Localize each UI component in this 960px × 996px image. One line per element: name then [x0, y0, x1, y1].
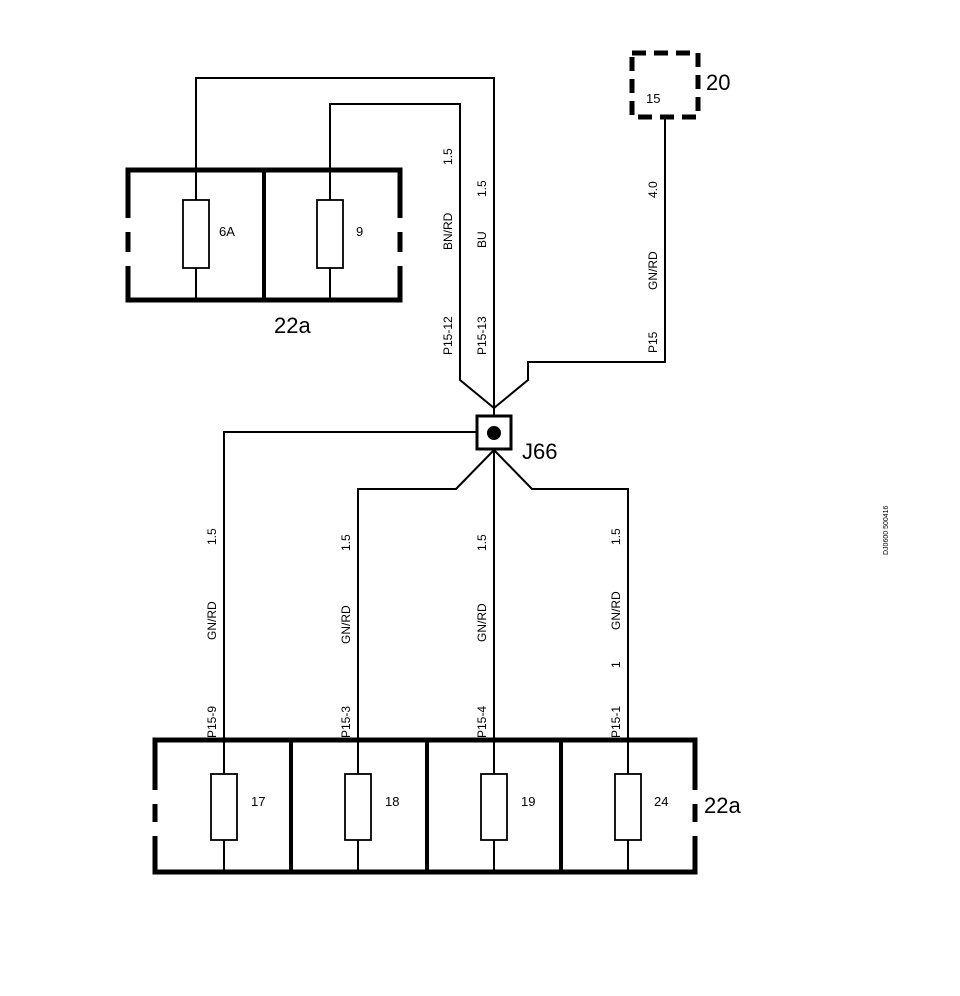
wire-p15-size: 4.0 — [646, 181, 660, 198]
fuse-6a-label: 6A — [219, 224, 235, 239]
upper-fuse-box-label: 22a — [274, 313, 311, 338]
wire-p15-12-pin: P15-12 — [441, 316, 455, 355]
wire-p15-4-pin: P15-4 — [475, 706, 489, 738]
reference-code: DJ0600 500416 — [883, 505, 890, 555]
fuse-24 — [614, 773, 642, 841]
wire-p15-13-pin: P15-13 — [475, 316, 489, 355]
wire-p15-pin: P15 — [646, 331, 660, 353]
fuse-17-label: 17 — [251, 794, 265, 809]
wire-p15-9-labels: 1.5 GN/RD P15-9 — [205, 528, 219, 738]
lower-fuse-box-label: 22a — [704, 793, 741, 818]
wire-p15-3-color: GN/RD — [339, 605, 353, 644]
wire-p15-1-labels: 1.5 GN/RD 1 P15-1 — [609, 528, 623, 738]
wire-p15-12-color: BN/RD — [441, 212, 455, 250]
component-20-label: 20 — [706, 70, 730, 95]
fuse-18-label: 18 — [385, 794, 399, 809]
component-20-box — [629, 50, 701, 120]
wire-p15-9-size: 1.5 — [205, 528, 219, 545]
wire-p15-3-size: 1.5 — [339, 534, 353, 551]
fuse-19-label: 19 — [521, 794, 535, 809]
upper-wires — [195, 77, 666, 420]
wire-p15-1-pin: P15-1 — [609, 706, 623, 738]
fuse-18 — [344, 773, 372, 841]
wire-p15-13-labels: 1.5 BU P15-13 — [475, 180, 489, 355]
wire-p15-4-labels: 1.5 GN/RD P15-4 — [475, 534, 489, 738]
wire-p15-1-size: 1.5 — [609, 528, 623, 545]
fuse-24-label: 24 — [654, 794, 668, 809]
wire-p15-color: GN/RD — [646, 251, 660, 290]
wire-p15-13-size: 1.5 — [475, 180, 489, 197]
fuse-17 — [210, 773, 238, 841]
wire-p15-12-labels: 1.5 BN/RD P15-12 — [441, 148, 455, 355]
fuse-19 — [480, 773, 508, 841]
fuse-6a — [182, 199, 210, 269]
wire-p15-4-size: 1.5 — [475, 534, 489, 551]
wire-p15-1-color: GN/RD — [609, 591, 623, 630]
fuse-9 — [316, 199, 344, 269]
lower-fuse-box — [151, 737, 699, 875]
upper-fuse-box — [124, 167, 404, 303]
lower-wires — [223, 431, 629, 872]
wire-p15-1-extra: 1 — [609, 661, 623, 668]
connector-j66-label: J66 — [522, 439, 557, 464]
wire-p15-labels: 4.0 GN/RD P15 — [646, 181, 660, 353]
connector-j66 — [475, 414, 513, 451]
wire-p15-13-color: BU — [475, 231, 489, 248]
wire-p15-3-pin: P15-3 — [339, 706, 353, 738]
wire-p15-4-color: GN/RD — [475, 603, 489, 642]
wire-p15-12-size: 1.5 — [441, 148, 455, 165]
wire-p15-3-labels: 1.5 GN/RD P15-3 — [339, 534, 353, 738]
component-20-pin: 15 — [646, 91, 660, 106]
wire-p15-9-color: GN/RD — [205, 601, 219, 640]
fuse-9-label: 9 — [356, 224, 363, 239]
wire-p15-9-pin: P15-9 — [205, 706, 219, 738]
